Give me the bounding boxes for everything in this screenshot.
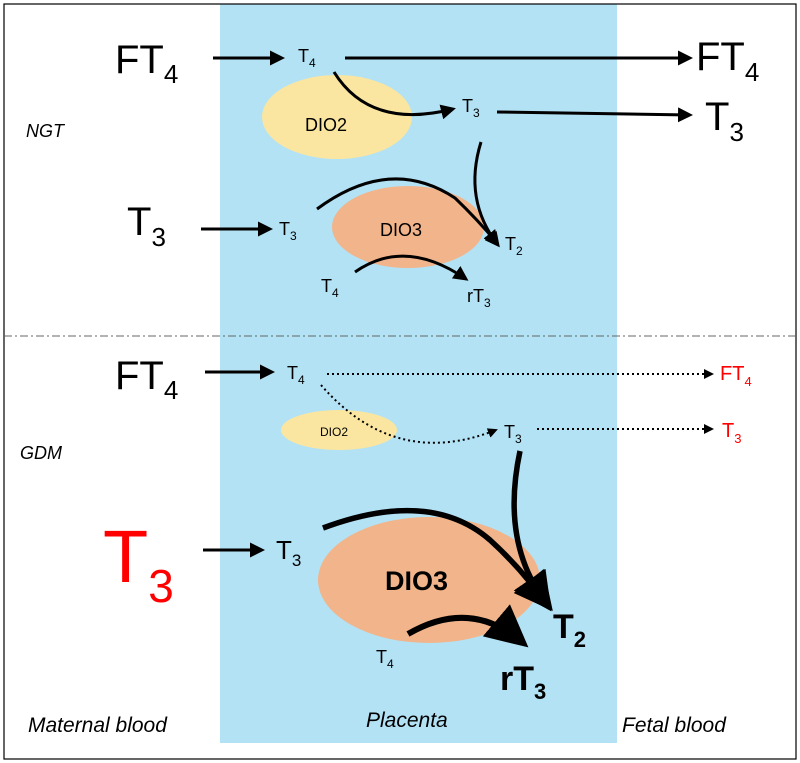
region-label-maternal: Maternal blood [28, 714, 168, 737]
ngt-section: DIO2 DIO3 FT4 T3 T4 T3 T3 T2 T4 rT3 FT4 … [115, 35, 759, 310]
ngt-arrow-t3-down-to-t2 [473, 141, 500, 248]
gdm-fetal-t3: T3 [722, 420, 741, 446]
gdm-placenta-t2: T2 [553, 608, 586, 652]
gdm-arrow-t4-to-rt3 [406, 604, 529, 648]
ngt-arrow-t3-to-fetal [496, 107, 693, 123]
gdm-section: DIO2 DIO3 FT4 T3 T4 T3 T3 T2 T4 rT3 FT4 … [103, 354, 752, 704]
ngt-maternal-ft4: FT4 [115, 38, 178, 89]
ngt-arrow-dio2-conversion [332, 71, 456, 120]
ngt-fetal-ft4: FT4 [696, 35, 759, 87]
ngt-fetal-t3: T3 [705, 95, 744, 147]
gdm-arrow-dio2-conversion [320, 384, 498, 444]
gdm-placenta-t3-in: T3 [276, 535, 301, 570]
gdm-maternal-ft4: FT4 [115, 354, 178, 405]
ngt-placenta-t4-lower: T4 [321, 276, 339, 300]
gdm-placenta-t4-lower: T4 [376, 647, 394, 671]
outer-frame [3, 3, 797, 760]
gdm-placenta-t4: T4 [287, 363, 305, 387]
section-label-ngt: NGT [26, 121, 66, 141]
ngt-placenta-t4: T4 [298, 46, 316, 70]
ngt-placenta-t2: T2 [505, 234, 523, 258]
gdm-arrow-t3-down-to-t2 [511, 450, 553, 612]
region-label-fetal: Fetal blood [622, 714, 727, 737]
ngt-arrow-t4-to-rt3 [354, 254, 469, 281]
gdm-placenta-rt3: rT3 [500, 660, 546, 704]
ngt-arrow-t3-to-t2 [316, 177, 499, 246]
gdm-dio3-label: DIO3 [385, 566, 448, 596]
section-label-gdm: GDM [20, 443, 62, 463]
ngt-dio3-enzyme [332, 186, 484, 268]
gdm-dio2-label: DIO2 [320, 425, 348, 439]
gdm-placenta-t3-dio2: T3 [504, 422, 522, 446]
ngt-maternal-t3: T3 [127, 200, 166, 252]
ngt-placenta-t3-in: T3 [279, 219, 297, 243]
ngt-placenta-rt3: rT3 [467, 286, 491, 310]
gdm-dio2-enzyme [281, 410, 397, 450]
ngt-dio2-label: DIO2 [305, 115, 347, 135]
ngt-dio2-enzyme [262, 75, 412, 159]
ngt-dio3-label: DIO3 [380, 220, 422, 240]
ngt-placenta-t3-dio2: T3 [462, 96, 480, 120]
gdm-maternal-t3: T3 [103, 515, 174, 612]
gdm-fetal-ft4: FT4 [720, 363, 752, 389]
region-label-placenta: Placenta [366, 709, 448, 732]
